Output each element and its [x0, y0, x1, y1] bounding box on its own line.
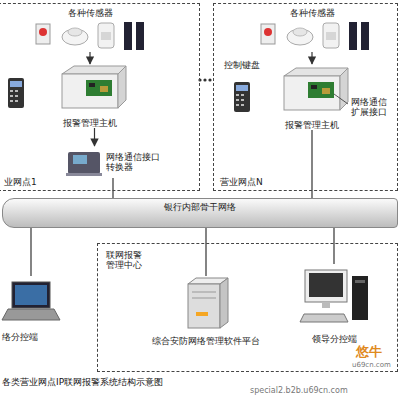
workstation-icon — [300, 270, 368, 322]
connector — [333, 228, 334, 264]
server-icon — [188, 284, 220, 328]
interface-converter: 网络通信接口 转换器 — [64, 146, 162, 178]
sensor-group: 各种传感器 — [28, 6, 152, 52]
ellipsis-dots — [198, 78, 211, 81]
workstation-icon — [355, 280, 365, 283]
connector — [205, 228, 206, 276]
workstation-icon — [309, 273, 343, 297]
sensor-icons — [261, 22, 369, 50]
laptop-terminal: 络分控端 — [0, 276, 60, 342]
management-server: 综合安防网络管理软件平台 — [148, 276, 264, 346]
node-label: 报警管理主机 — [285, 120, 339, 130]
workstation-icon — [305, 270, 347, 302]
part-label: 网络通信扩展接口 — [351, 97, 391, 118]
workstation-icon — [300, 314, 348, 322]
watermark: u69cn.com — [352, 361, 391, 369]
node-label: 络分控端 — [2, 332, 38, 342]
connector — [89, 52, 90, 64]
ellipsis-dots — [203, 78, 206, 81]
ellipsis-dots — [198, 78, 201, 81]
converter-icon — [66, 173, 102, 176]
connector — [311, 52, 312, 64]
laptop-icon — [15, 285, 47, 305]
alarm-host-icon — [284, 68, 348, 110]
server-icon — [220, 278, 228, 328]
node-label: 营业网点N — [220, 177, 263, 187]
connector — [94, 128, 95, 146]
connector — [311, 130, 312, 198]
sensor-icons — [36, 22, 144, 50]
server-icon — [192, 298, 216, 299]
keypad-icon — [234, 82, 250, 112]
laptop-icon — [2, 309, 60, 320]
laptop-icon — [2, 282, 60, 320]
node-label: 业网点1 — [4, 177, 37, 187]
ellipsis-dots — [208, 78, 211, 81]
node-label: 控制键盘 — [224, 60, 260, 70]
converter-icon — [68, 152, 100, 174]
server-icon — [188, 278, 228, 328]
workstation-icon — [352, 276, 368, 320]
caption: 各类营业网点IP联网报警系统结构示意图 — [2, 377, 163, 387]
keypad-icon — [8, 78, 24, 108]
control-keypad: 控制键盘 — [220, 60, 264, 116]
connector — [30, 228, 31, 276]
workstation-icon — [322, 302, 330, 308]
node-label: 联网报警管理中心 — [106, 250, 144, 271]
sensor-group: 各种传感器 — [235, 6, 390, 52]
alarm-host: 报警管理主机 — [278, 64, 346, 130]
server-icon — [192, 292, 216, 293]
leader-workstation: 领导分控端 — [296, 264, 372, 344]
branch-region: 业网点1 各种传感器报警管理主机网络通信接口 转换器 — [0, 3, 200, 191]
node-label: 各种传感器 — [68, 8, 113, 18]
watermark-logo: 悠牛 — [356, 345, 382, 360]
connector — [112, 178, 113, 198]
node-label: 领导分控端 — [312, 334, 357, 344]
backbone-network: 银行内部骨干网络 — [2, 198, 398, 228]
converter-icon — [73, 155, 87, 164]
converter-icon — [66, 152, 102, 176]
laptop-icon — [12, 282, 50, 308]
node-label: 各种传感器 — [290, 8, 335, 18]
alarm-host: 报警管理主机 — [55, 64, 125, 128]
leader-line — [334, 94, 348, 104]
watermark: special2.b2b.u69cn.com — [250, 386, 348, 395]
node-label: 报警管理主机 — [63, 118, 117, 128]
alarm-host-icon — [62, 66, 126, 108]
center-region: 联网报警管理中心综合安防网络管理软件平台 领导分控端 — [97, 243, 398, 372]
leader-line — [334, 94, 348, 104]
server-icon — [196, 312, 208, 316]
node-label: 银行内部骨干网络 — [164, 202, 236, 212]
node-label: 综合安防网络管理软件平台 — [152, 336, 260, 346]
node-label: 网络通信接口 转换器 — [106, 152, 162, 173]
